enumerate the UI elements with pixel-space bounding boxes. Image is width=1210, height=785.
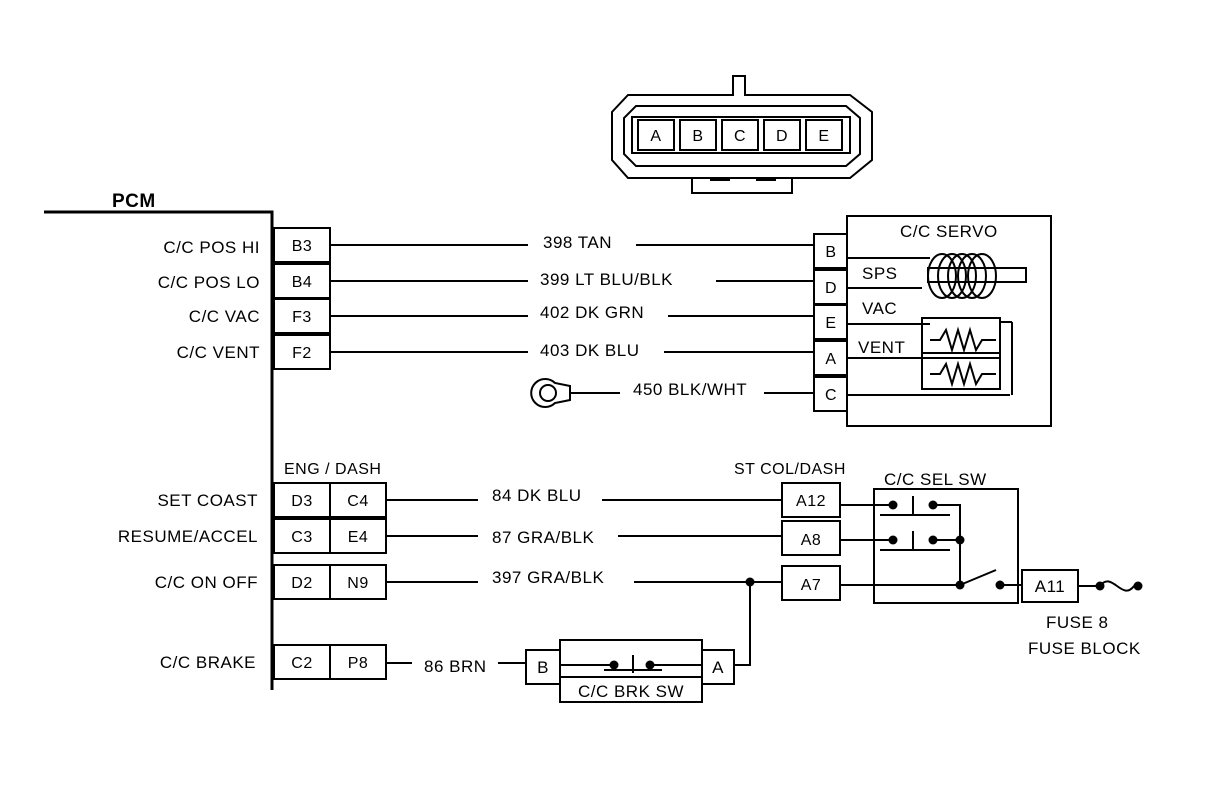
pcm-label-set-coast: SET COAST [157,491,258,510]
pcm-label-pos-lo: C/C POS LO [158,273,260,292]
st-col-pin-a12-label: A12 [796,493,826,510]
wire-84-label: 84 DK BLU [492,486,582,505]
brk-sw-pin-a-label: A [712,658,724,677]
ground-eyelet-icon [530,378,620,408]
vac-vent-solenoid-icon [847,317,1013,396]
pcm-title: PCM [112,191,156,212]
st-col-dash-connector: ST COL/DASH A12 A8 A7 [734,461,846,601]
wire-87-label: 87 GRA/BLK [492,528,594,547]
connector-pin-a-label: A [650,128,661,145]
pcm-pins-upper: B3 B4 F3 F2 [273,227,331,370]
connector-face: A B C D E [611,75,873,194]
pcm-pin-f3-label: F3 [292,309,312,326]
pcm-pin-d2-label: D2 [291,575,312,592]
connector-pin-b-label: B [692,128,703,145]
cc-sel-switch: C/C SEL SW [840,470,1022,604]
servo-pin-b-label: B [825,244,836,261]
pcm-pin-c3-label: C3 [291,529,312,546]
wire-403-label: 403 DK BLU [540,341,640,360]
wire-397-label: 397 GRA/BLK [492,568,604,587]
servo-pin-a-label: A [825,351,836,368]
brk-sw-pin-b-label: B [537,658,549,677]
pcm-label-resume-accel: RESUME/ACCEL [118,527,258,546]
servo-pin-e-label: E [825,315,836,332]
cc-servo: C/C SERVO B D E A C SPS VAC VENT [813,215,1052,427]
servo-pin-e [813,304,848,340]
servo-wires: 398 TAN 399 LT BLU/BLK 402 DK GRN 403 DK… [330,233,814,408]
connector-pin-b [679,119,717,151]
connector-pin-c [721,119,759,151]
pcm-pin-b4-label: B4 [292,274,313,291]
st-col-pin-a12 [781,482,841,518]
eng-dash-pin-e4-label: E4 [348,529,369,546]
eng-dash-pin-p8-label: P8 [348,655,369,672]
servo-pin-b [813,233,848,269]
brk-sw-title: C/C BRK SW [578,682,684,701]
eng-dash-pin-n9-label: N9 [347,575,368,592]
pcm-label-on-off: C/C ON OFF [155,573,258,592]
pcm-pin-d3-label: D3 [291,493,312,510]
fuse-8: A11 FUSE 8 FUSE BLOCK [1021,569,1143,658]
st-col-pin-a8-label: A8 [801,532,822,549]
connector-pin-a [637,119,675,151]
fuse-symbol-icon [1099,580,1135,592]
pcm-block: PCM C/C POS HI C/C POS LO C/C VAC C/C VE… [44,191,274,690]
connector-pin-c-label: C [734,128,746,145]
pcm-label-pos-hi: C/C POS HI [163,238,260,257]
st-col-pin-a8 [781,520,841,556]
st-col-dash-title: ST COL/DASH [734,461,846,478]
connector-pin-d-label: D [776,128,788,145]
pcm-pin-c2-label: C2 [291,655,312,672]
fuse-line1: FUSE 8 [1046,613,1109,632]
fuse-line2: FUSE BLOCK [1028,639,1141,658]
st-col-pin-a7-label: A7 [801,577,822,594]
eng-dash-connector: ENG / DASH D3 C4 C3 E4 D2 N9 C2 P8 [273,461,387,680]
wire-402-label: 402 DK GRN [540,303,644,322]
pcm-label-vent: C/C VENT [177,343,260,362]
sel-sw-title: C/C SEL SW [884,470,987,489]
servo-pin-c-label: C [825,387,837,404]
connector-pin-e-label: E [818,128,829,145]
wire-450-label: 450 BLK/WHT [633,380,747,399]
pcm-label-vac: C/C VAC [189,307,260,326]
cc-brake-switch: B A C/C BRK SW [525,639,735,703]
st-col-pin-a7 [781,565,841,601]
pcm-label-brake: C/C BRAKE [160,653,256,672]
eng-dash-pin-c4-label: C4 [347,493,368,510]
eng-dash-title: ENG / DASH [284,461,381,478]
servo-title: C/C SERVO [900,222,998,241]
servo-vent-label: VENT [858,338,905,357]
servo-pin-d-label: D [825,280,837,297]
pcm-pin-b3-label: B3 [292,238,313,255]
servo-sps-label: SPS [862,264,898,283]
wire-86-label: 86 BRN [424,657,487,676]
brk-sw-pin-a [701,649,735,685]
brk-sw-pin-b [525,649,561,685]
pcm-pin-f2-label: F2 [292,345,312,362]
servo-vac-label: VAC [862,299,897,318]
wire-398-label: 398 TAN [543,233,612,252]
connector-pin-d [763,119,801,151]
fuse-pin-a11-label: A11 [1035,577,1066,596]
lower-wires: 84 DK BLU 87 GRA/BLK 397 GRA/BLK 86 BRN [386,486,782,676]
wire-399-label: 399 LT BLU/BLK [540,270,673,289]
connector-pin-e [805,119,843,151]
sps-coil-icon [847,253,1027,299]
